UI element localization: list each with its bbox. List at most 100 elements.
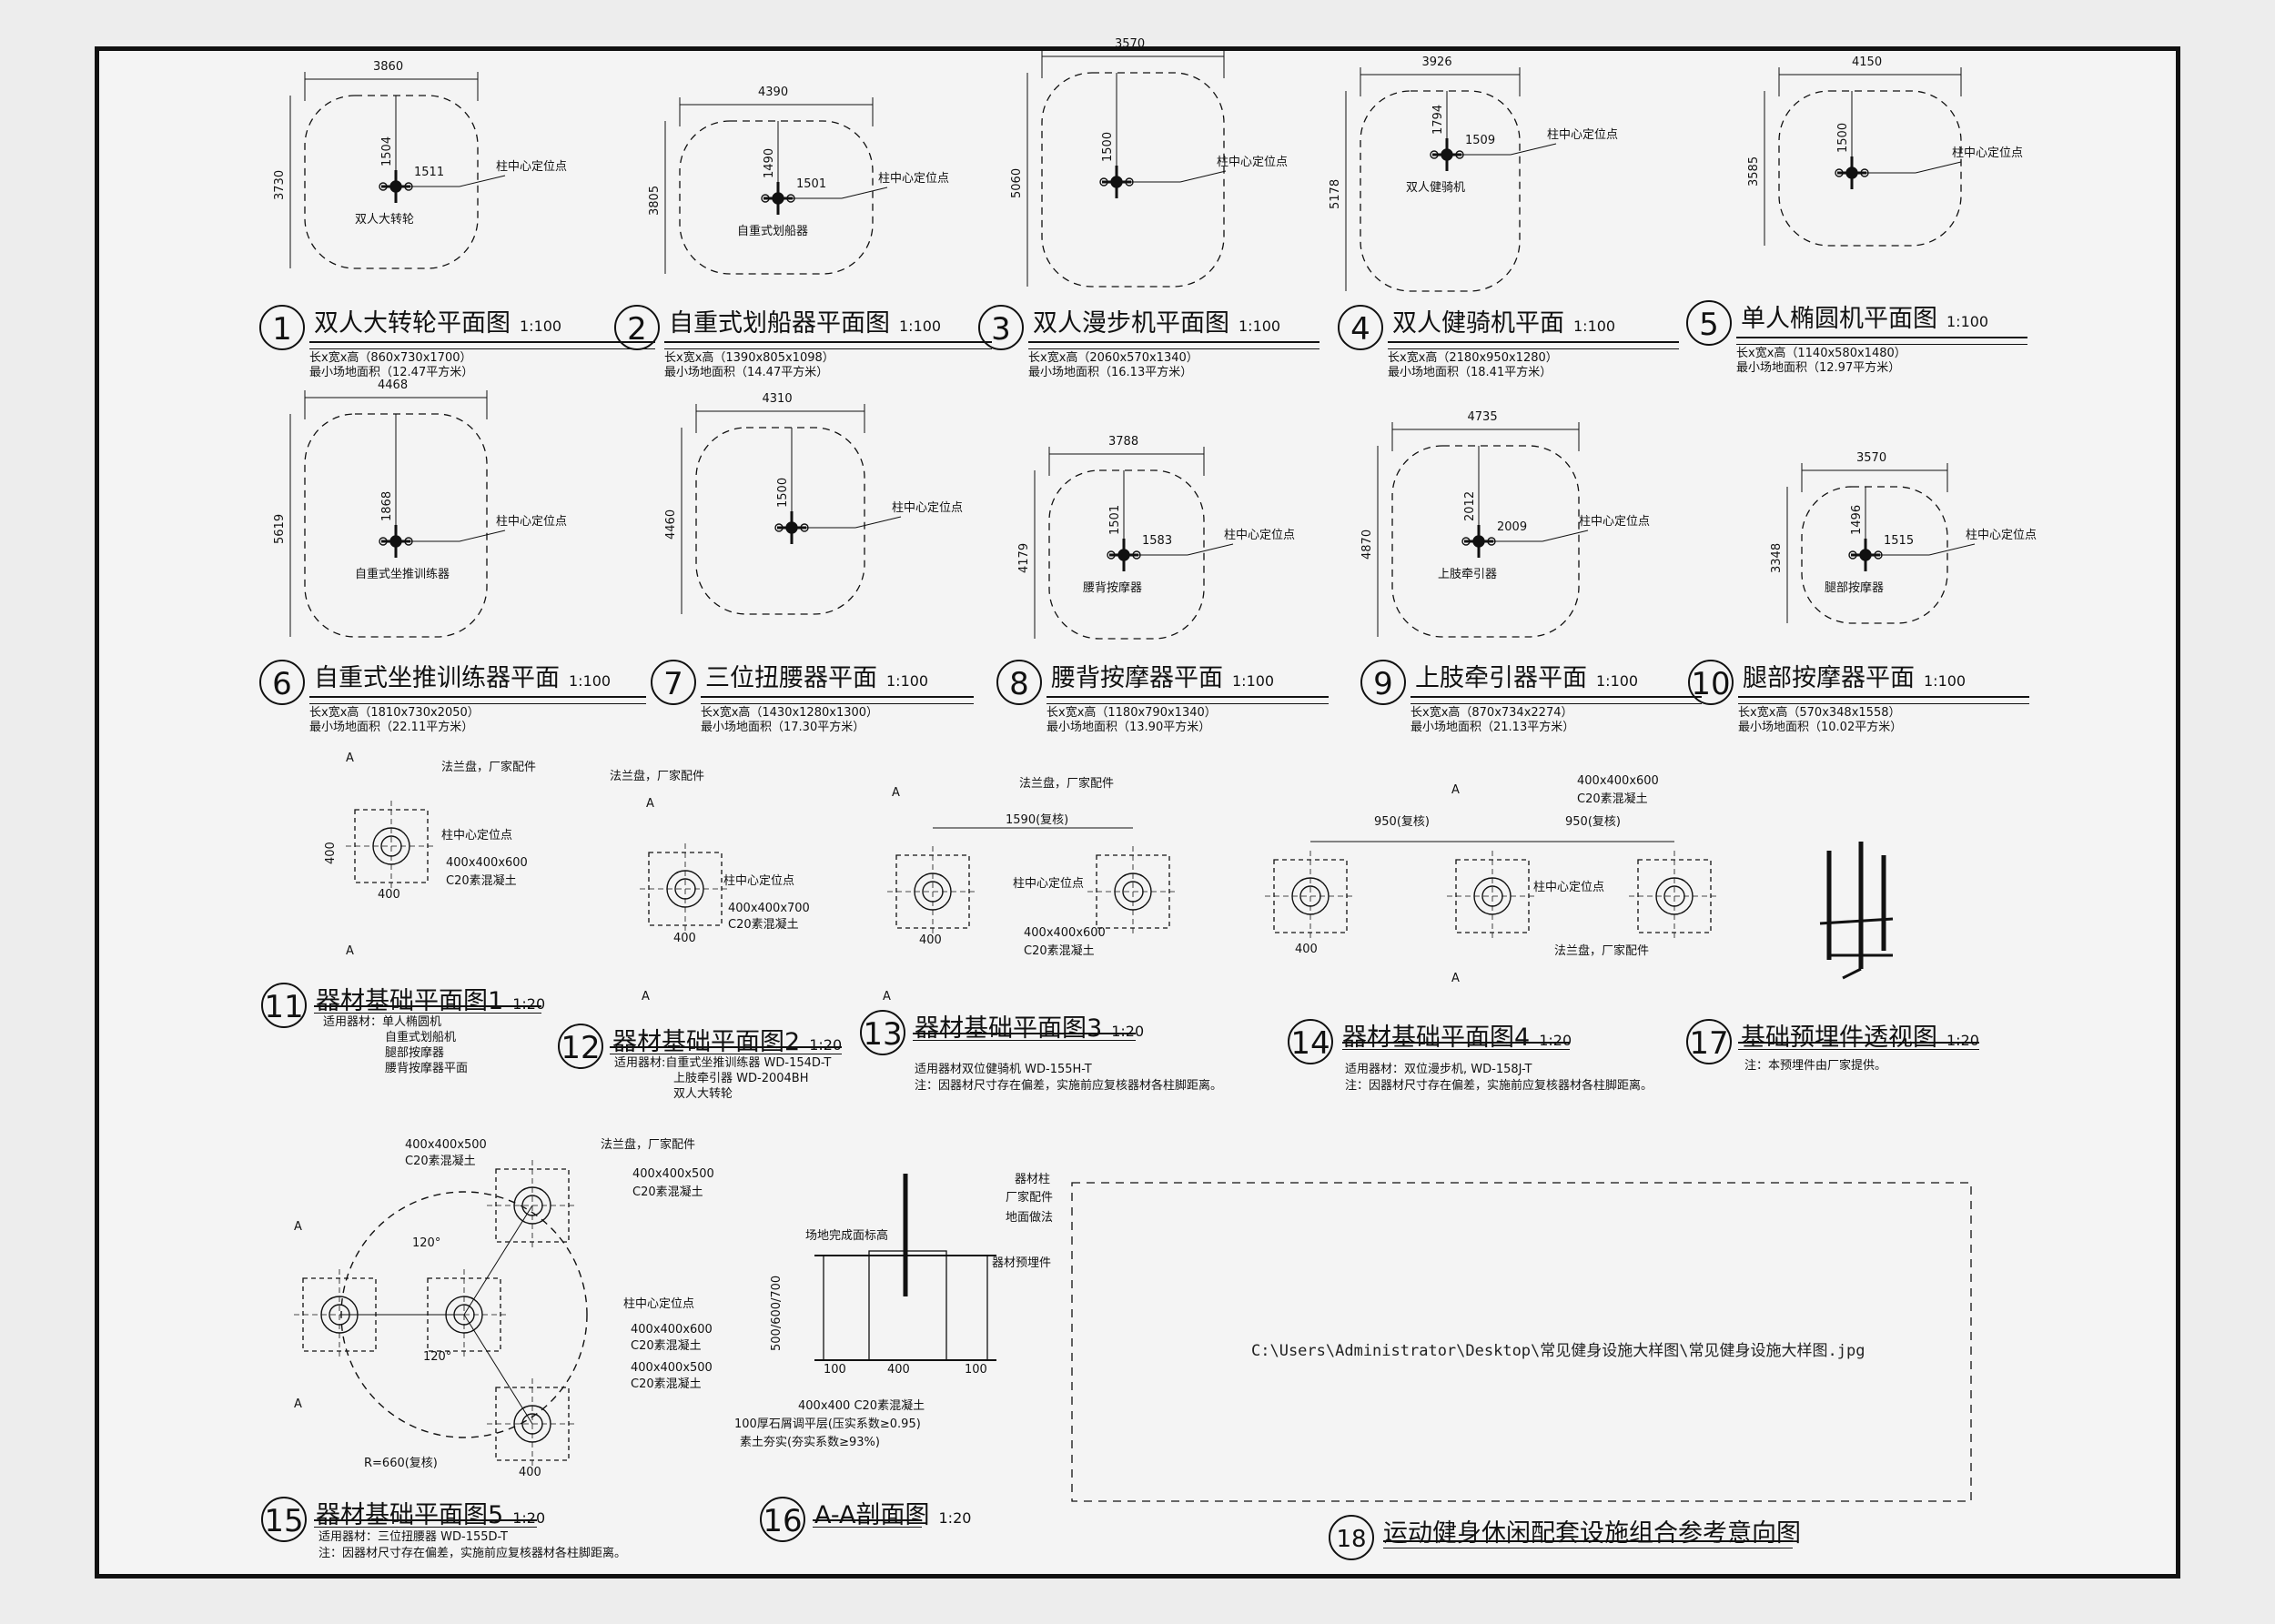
title-underline [1388, 341, 1679, 349]
drawing-number-circle: 3 [978, 305, 1024, 350]
width-value: 3570 [1856, 451, 1887, 465]
equipment-name: 双人健骑机 [1406, 181, 1466, 195]
vertical-dimension: 1794 [1431, 104, 1445, 135]
dim-400: 400 [378, 888, 400, 902]
width-value: 3788 [1108, 435, 1139, 449]
vertical-dimension: 4460 [664, 509, 678, 540]
dim-400: 400 [673, 932, 696, 945]
field-boundary [1360, 90, 1521, 292]
offset-value: 1515 [1884, 534, 1915, 548]
drawing-scale: 1:20 [512, 1509, 546, 1527]
drawing-number-circle: 12 [558, 1024, 603, 1069]
spacing-dim: 1590(复核) [1006, 813, 1069, 827]
drawing-number-circle: 13 [860, 1010, 905, 1055]
width-value: 4150 [1852, 55, 1883, 69]
field-boundary [695, 427, 865, 615]
section-mark-a: A [346, 751, 354, 765]
c20-label: C20素混凝土 [446, 874, 517, 888]
vertical-dimension: 1500 [1101, 131, 1115, 162]
anchor-label: 柱中心定位点 [1547, 128, 1619, 142]
section-label: 厂家配件 [1006, 1191, 1054, 1205]
flange-label: 法兰盘，厂家配件 [1554, 944, 1650, 958]
size-spec: 长x宽x高（1180x790x1340） [1046, 706, 1217, 720]
offset-value: 1509 [1465, 134, 1496, 147]
min-area: 最小场地面积（18.41平方米） [1388, 366, 1552, 379]
equipment-symbol [1848, 550, 1857, 560]
flange-label: 法兰盘，厂家配件 [610, 770, 705, 783]
image-path-caption: C:\Users\Administrator\Desktop\常见健身设施大样图… [1251, 1342, 1866, 1360]
min-area: 最小场地面积（12.47平方米） [309, 366, 474, 379]
width-value: 4310 [762, 392, 793, 406]
c20-label: C20素混凝土 [405, 1155, 476, 1168]
box-spec: 400x400x600 [631, 1323, 713, 1337]
min-area: 最小场地面积（10.02平方米） [1738, 721, 1903, 734]
drawing-scale: 1:100 [520, 318, 562, 335]
angle: 120° [412, 1236, 441, 1250]
anchor-label: 柱中心定位点 [1217, 156, 1289, 169]
applicable-equipment: 适用器材双位健骑机 WD-155H-T [915, 1063, 1092, 1076]
box-spec: 400x400x500 [631, 1361, 713, 1375]
vertical-dimension: 500/600/700 [770, 1275, 784, 1351]
dim-line [1542, 530, 1589, 542]
field-boundary [1041, 72, 1225, 287]
title-underline [1738, 1042, 1979, 1050]
applicable-equipment: 双人大转轮 [673, 1087, 733, 1101]
section-layer: 素土夯实(夯实系数≥93%) [740, 1436, 880, 1449]
vertical-dimension: 3585 [1747, 156, 1761, 187]
c20-label: C20素混凝土 [1024, 944, 1095, 958]
applicable-equipment: 上肢牵引器 WD-2004BH [673, 1072, 809, 1085]
section-mark-a: A [883, 990, 891, 1004]
offset-value: 1501 [796, 177, 827, 191]
dim-line [459, 530, 506, 542]
size-spec: 长x宽x高（2060x570x1340） [1028, 351, 1198, 365]
title-underline [314, 1005, 541, 1014]
drawing-number-circle: 15 [261, 1497, 307, 1542]
size-spec: 长x宽x高（1390x805x1098） [664, 351, 834, 365]
min-area: 最小场地面积（22.11平方米） [309, 721, 474, 734]
vertical-dimension: 1868 [380, 490, 394, 521]
vertical-dimension: 5619 [273, 513, 287, 544]
anchor-label: 柱中心定位点 [1579, 515, 1651, 529]
min-area: 最小场地面积（14.47平方米） [664, 366, 829, 379]
anchor-label: 柱中心定位点 [878, 172, 950, 186]
title-underline [1046, 696, 1329, 704]
section-mark-a: A [892, 786, 900, 800]
drawing-scale: 1:100 [1924, 672, 1967, 690]
radius-dim: R=660(复核) [364, 1457, 438, 1470]
vertical-dimension: 5178 [1329, 178, 1342, 209]
offset-value: 2009 [1497, 520, 1528, 534]
width-value: 3860 [373, 60, 404, 74]
dim-line [1928, 543, 1976, 556]
anchor-label: 柱中心定位点 [496, 515, 568, 529]
section-mark-a: A [1451, 972, 1460, 985]
drawing-scale: 1:20 [1539, 1032, 1572, 1049]
width-value: 3926 [1421, 55, 1452, 69]
drawing-number-circle: 6 [259, 660, 305, 705]
anchor-label: 柱中心定位点 [1224, 529, 1296, 542]
c20-label: C20素混凝土 [728, 918, 799, 932]
equipment-symbol [1099, 177, 1108, 187]
title-underline [309, 341, 655, 349]
min-area: 最小场地面积（21.13平方米） [1410, 721, 1575, 734]
title-underline [1738, 696, 2029, 704]
applicable-equipment: 适用器材:自重式坐推训练器 WD-154D-T [614, 1056, 832, 1070]
size-spec: 长x宽x高（1140x580x1480） [1736, 347, 1906, 360]
vertical-dimension: 1496 [1850, 504, 1864, 535]
drawing-number-circle: 8 [996, 660, 1042, 705]
offset-value: 1511 [414, 166, 445, 179]
drawing-number-circle: 11 [261, 983, 307, 1028]
size-spec: 长x宽x高（860x730x1700） [309, 351, 472, 365]
drawing-scale: 1:20 [1111, 1023, 1145, 1040]
